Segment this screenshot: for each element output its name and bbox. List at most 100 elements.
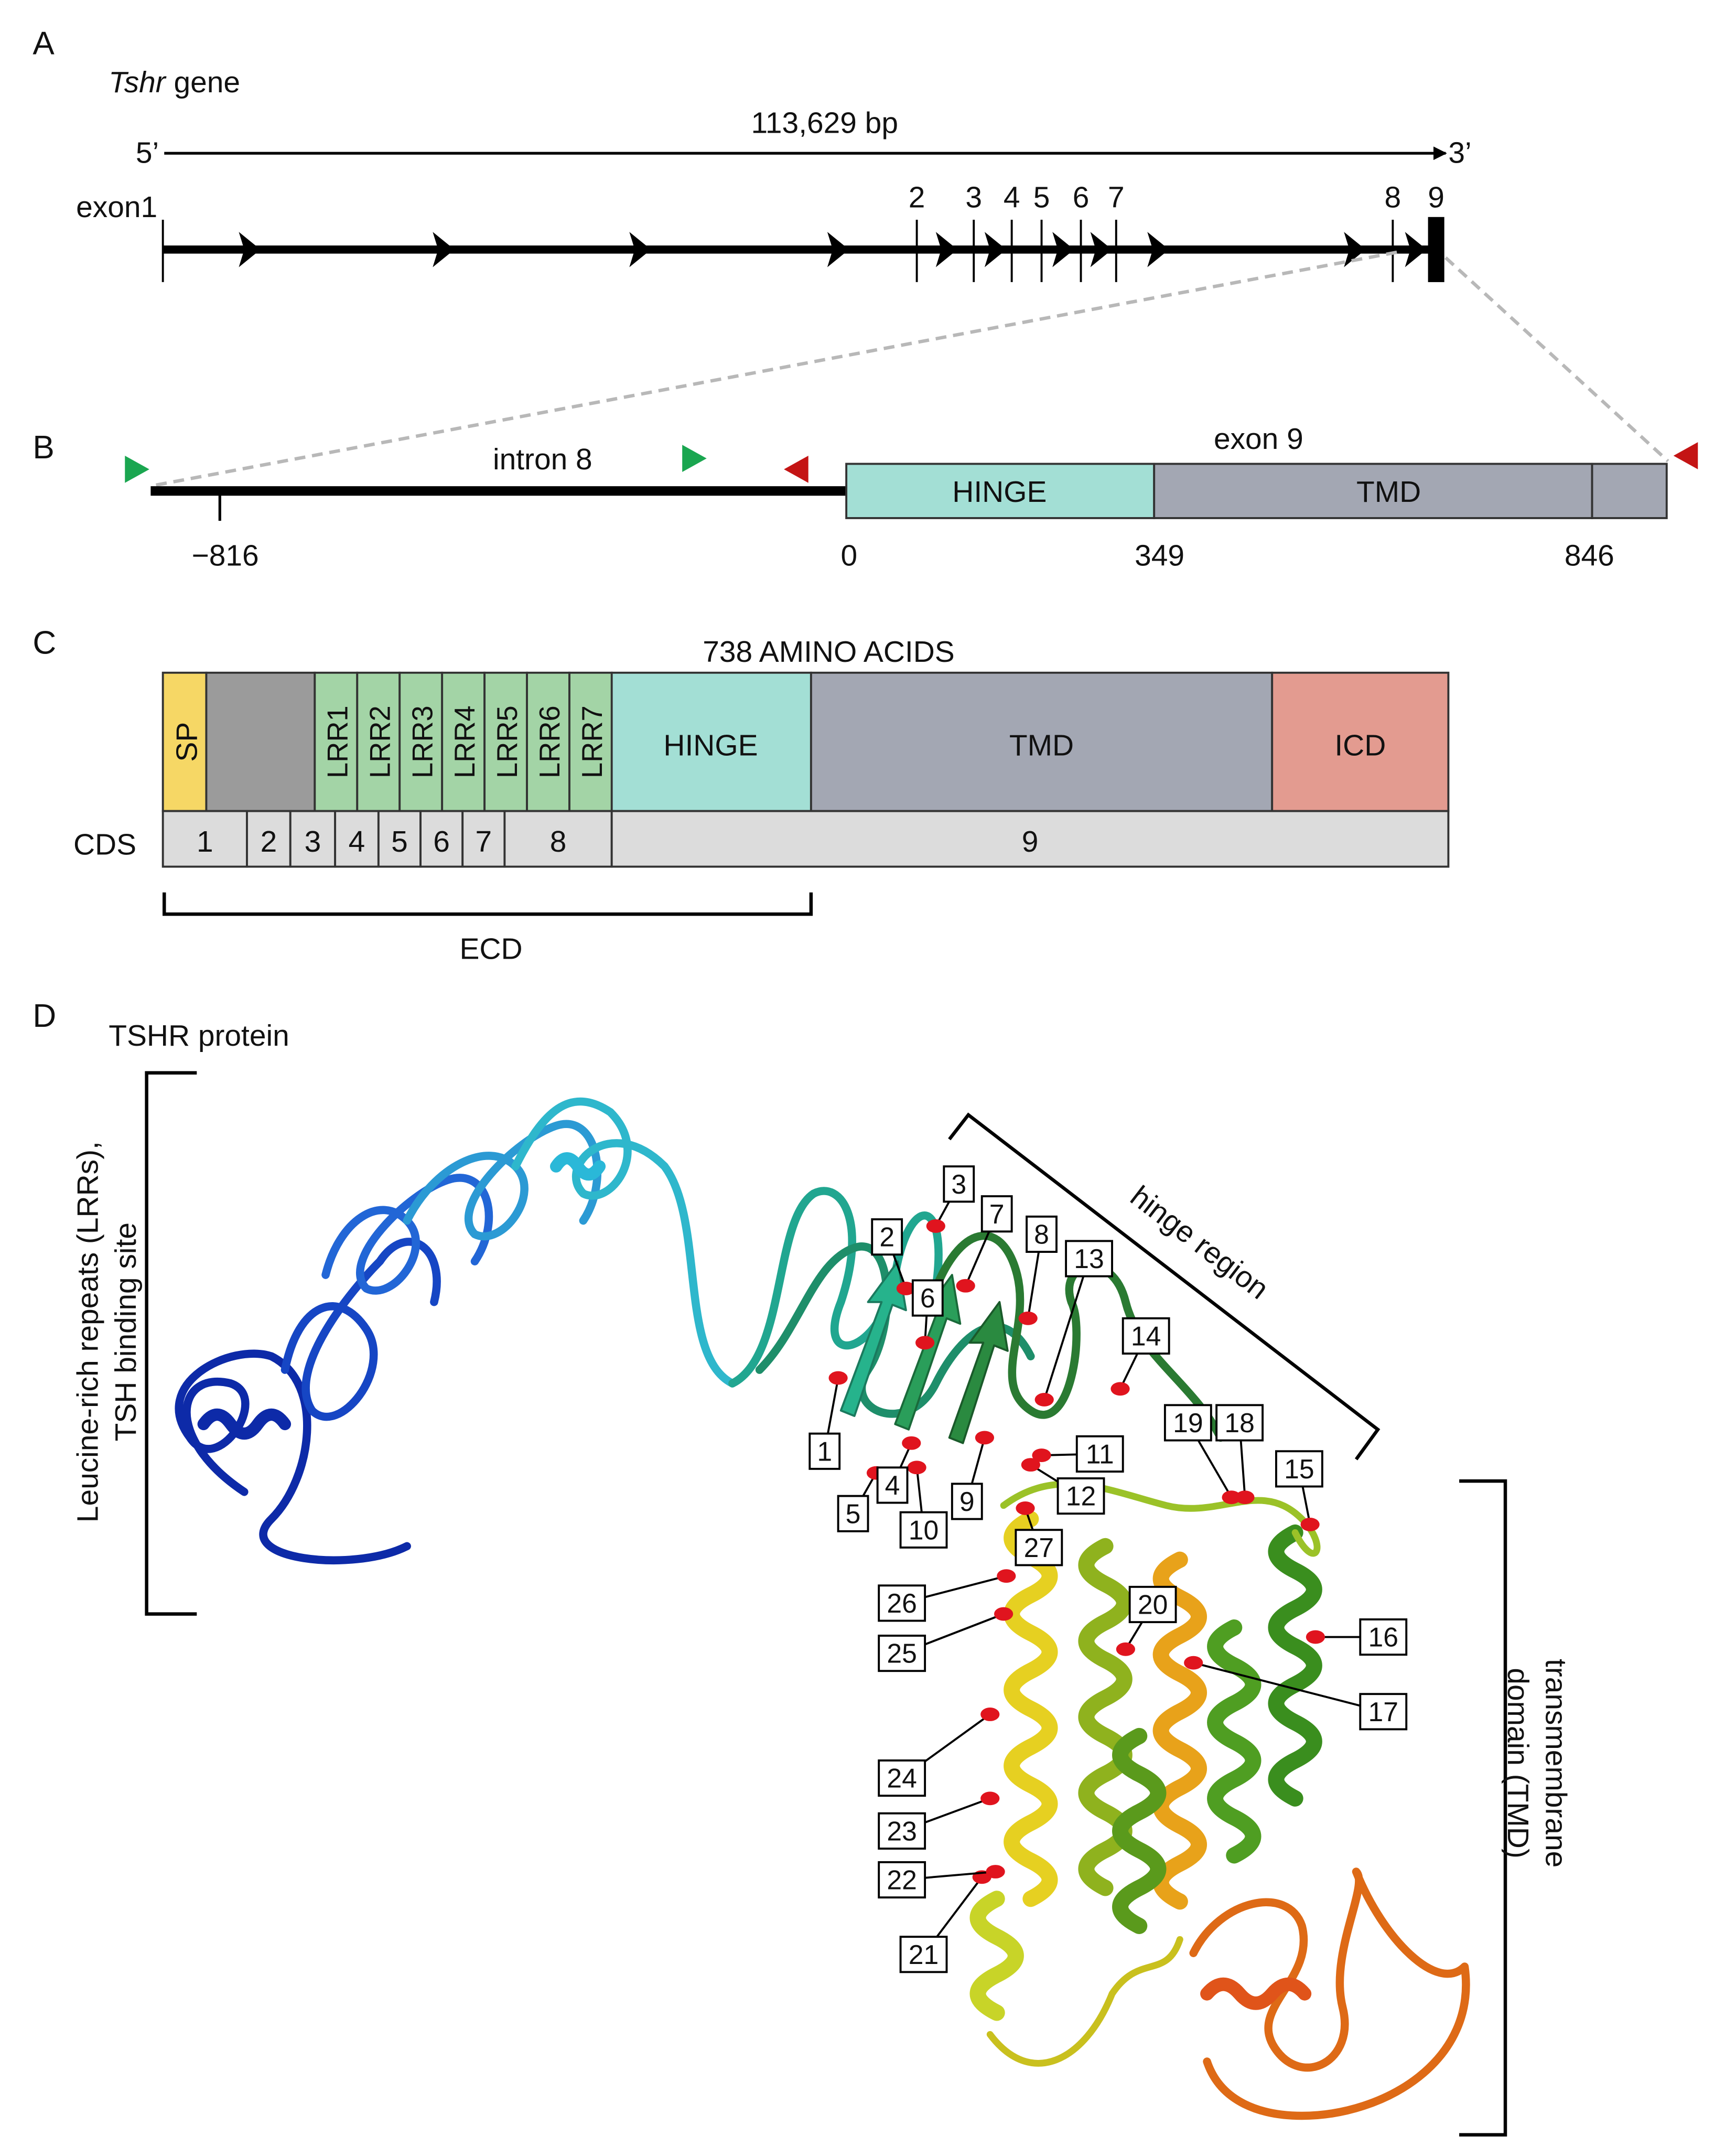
cds-label: CDS (73, 828, 136, 861)
lrr-domain-box (568, 671, 613, 812)
exon-8-label: 8 (1385, 181, 1401, 214)
site-label-box (1359, 1693, 1408, 1731)
site-label: 12 (1066, 1481, 1096, 1511)
site-label-box (878, 1861, 926, 1899)
pos-0: 0 (840, 539, 857, 572)
sp-domain (161, 671, 208, 812)
site-label-box (1015, 1529, 1063, 1566)
panel-b-letter: B (33, 430, 54, 466)
primer-reverse-2 (1673, 442, 1698, 469)
site-label: 23 (887, 1816, 917, 1847)
site-label: 5 (846, 1498, 861, 1529)
mutation-site (1021, 1458, 1040, 1472)
cds-exon-label: 1 (197, 825, 213, 858)
site-label: 6 (920, 1283, 935, 1313)
lrr-domain-box (398, 671, 444, 812)
hinge-domain (610, 671, 812, 812)
mutation-site (1235, 1490, 1255, 1505)
mutation-site (1306, 1630, 1325, 1644)
mutation-site (986, 1865, 1005, 1878)
strand-direction-chevron (1147, 232, 1169, 267)
site-label-box (1122, 1317, 1170, 1355)
mutation-site (1032, 1448, 1051, 1462)
exon-9-label: 9 (1428, 181, 1444, 214)
site-label-box (951, 1483, 983, 1520)
three-prime-label: 3’ (1448, 136, 1471, 169)
ecd-strand-1 (839, 1260, 907, 1417)
exon-4-label: 4 (1004, 181, 1020, 214)
site-label: 11 (1086, 1439, 1114, 1469)
strand-direction-chevron (629, 232, 651, 267)
site-label: 21 (909, 1939, 939, 1970)
n-cap-domain (205, 671, 316, 812)
ecd-helix-blue (197, 1409, 292, 1440)
zoom-line-right (1444, 256, 1669, 463)
site-label: 8 (1034, 1219, 1049, 1250)
mutation-site (1300, 1517, 1320, 1531)
zoom-line-left (153, 250, 1397, 488)
mutation-site (902, 1436, 921, 1450)
lrr-bracket (145, 1071, 197, 1616)
tmd-helix-4 (1152, 1551, 1207, 1910)
site-label: 4 (885, 1470, 900, 1500)
site-label: 13 (1074, 1243, 1104, 1274)
tmd-bracket-label-line2: domain (TMD) (1501, 1668, 1535, 1858)
mutation-site (1018, 1311, 1038, 1325)
site-label-box (878, 1584, 926, 1622)
site-label: 3 (951, 1169, 966, 1199)
mutation-site (956, 1279, 975, 1293)
panel-d-letter: D (33, 998, 56, 1034)
site-label-box (808, 1432, 841, 1470)
site-label: 20 (1138, 1590, 1168, 1620)
panel-b: B intron 8 exon 9 HINGE TMD −816 0 349 8… (33, 422, 1698, 572)
strand-direction-chevron (984, 232, 1007, 267)
lrr-domain-box (314, 671, 359, 812)
lrr-domain-label: LRR4 (449, 705, 481, 778)
mutation-site (926, 1219, 945, 1233)
cds-exon-box (161, 810, 248, 868)
site-label-box (980, 1195, 1013, 1233)
mutation-site (1222, 1490, 1241, 1505)
ecd-coil-cyan (403, 1120, 601, 1241)
site-label-box (1275, 1450, 1323, 1488)
site-label: 27 (1024, 1532, 1054, 1563)
lrr-domain-box (441, 671, 486, 812)
site-label-box (1026, 1215, 1058, 1253)
lrr-domain-label: LRR2 (364, 705, 396, 778)
exon-5-label: 5 (1033, 181, 1050, 214)
pos-349: 349 (1135, 539, 1184, 572)
site-leader-line (1193, 1661, 1384, 1713)
strand-direction-chevron (239, 232, 261, 267)
tmd-helix-2 (969, 1891, 1024, 2021)
cds-exon-label: 2 (261, 825, 277, 858)
site-label-box (871, 1218, 903, 1256)
site-label-box (899, 1936, 948, 1973)
cds-exon-label: 5 (391, 825, 408, 858)
lrr-bracket-label: Leucine-rich repeats (LRRs),TSH binding … (71, 1141, 143, 1522)
site-label-box (1128, 1585, 1177, 1624)
site-label: 24 (887, 1763, 917, 1794)
strand-direction-chevron (1405, 232, 1427, 267)
icd-domain-label: ICD (1334, 729, 1386, 763)
mutation-site (915, 1336, 935, 1350)
site-label: 9 (959, 1486, 975, 1517)
site-label: 25 (887, 1638, 917, 1669)
tmd-helix-5 (1207, 1619, 1261, 1864)
site-label: 18 (1224, 1408, 1255, 1438)
exon9-label: exon 9 (1214, 422, 1303, 456)
site-label: 10 (909, 1515, 939, 1545)
mutation-site (1016, 1501, 1035, 1515)
icd-helix (1200, 1977, 1312, 2010)
strand-direction-chevron (1344, 232, 1366, 267)
cds-exon-label: 3 (305, 825, 321, 858)
site-label: 19 (1173, 1408, 1203, 1438)
structure-title: TSHR protein (109, 1019, 289, 1053)
ecd-label: ECD (459, 932, 522, 965)
pos-minus-816: −816 (192, 539, 259, 572)
site-label-box (876, 1466, 909, 1504)
site-label-box (1075, 1435, 1124, 1473)
cds-exon-box (503, 810, 613, 868)
